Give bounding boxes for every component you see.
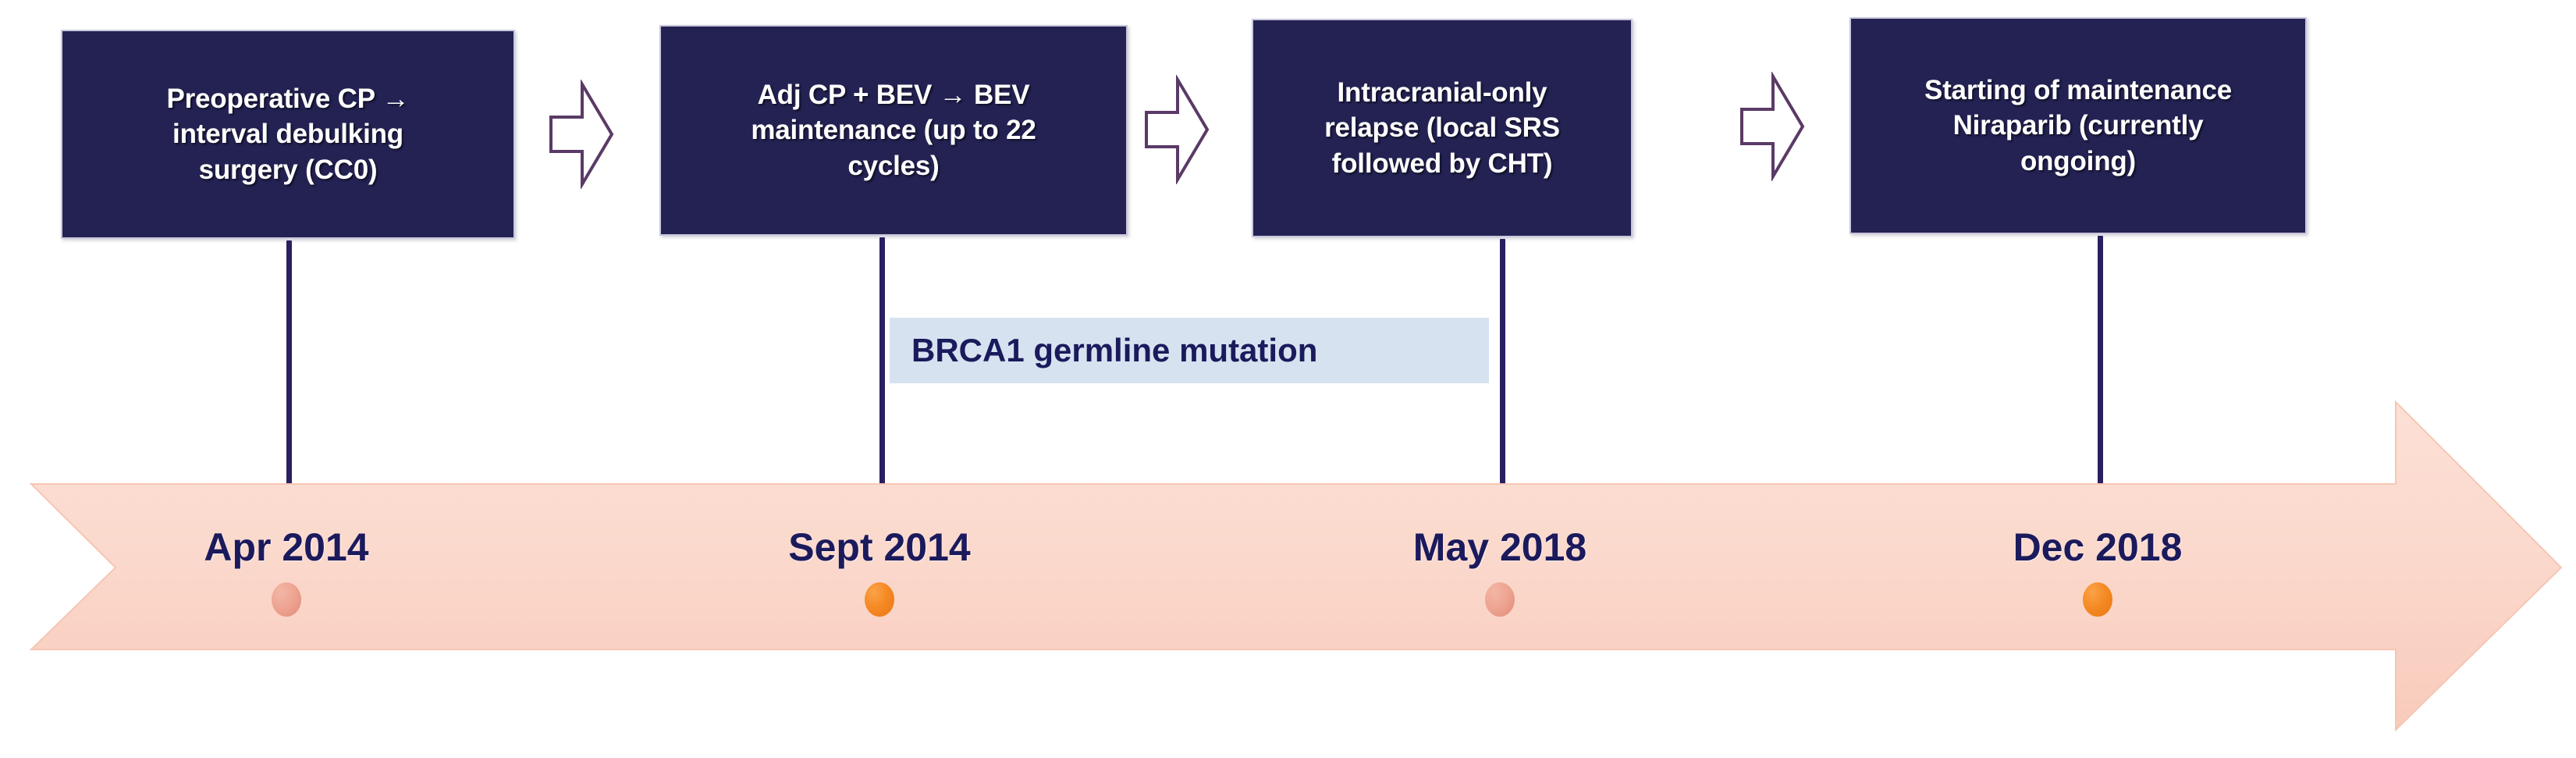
milestone-2: Sept 2014	[716, 525, 1043, 617]
event-box-3-label: Intracranial-only relapse (local SRS fol…	[1324, 77, 1560, 179]
milestone-4-dot	[2083, 582, 2112, 617]
milestone-2-date: Sept 2014	[788, 525, 971, 569]
event-box-1[interactable]: Preoperative CP → interval debulking sur…	[61, 30, 515, 239]
brca-annotation-label: BRCA1 germline mutation	[911, 332, 1318, 368]
milestone-4-date: Dec 2018	[2013, 525, 2183, 569]
event-box-4[interactable]: Starting of maintenance Niraparib (curre…	[1849, 17, 2307, 234]
milestone-4: Dec 2018	[1934, 525, 2262, 617]
milestone-1: Apr 2014	[123, 525, 450, 617]
event-box-3[interactable]: Intracranial-only relapse (local SRS fol…	[1252, 19, 1633, 237]
milestone-1-date: Apr 2014	[204, 525, 369, 569]
connector-stem-1	[286, 240, 292, 484]
event-box-2-label: Adj CP + BEV → BEV maintenance (up to 22…	[751, 79, 1036, 181]
connector-stem-2	[879, 237, 885, 484]
chevron-right-arrow-icon-1	[548, 80, 615, 189]
milestone-3-dot	[1485, 582, 1515, 617]
milestone-3: May 2018	[1336, 525, 1664, 617]
chevron-right-arrow-icon-3	[1739, 72, 1806, 181]
event-box-1-label: Preoperative CP → interval debulking sur…	[166, 83, 410, 185]
chevron-right-arrow-icon-2	[1143, 75, 1210, 184]
event-box-4-label: Starting of maintenance Niraparib (curre…	[1924, 74, 2233, 176]
connector-stem-4	[2098, 236, 2103, 484]
connector-stem-3	[1500, 239, 1505, 484]
timeline-banner-arrow-icon	[0, 375, 2576, 742]
brca-annotation: BRCA1 germline mutation	[890, 318, 1489, 383]
milestone-1-dot	[272, 582, 301, 617]
milestone-3-date: May 2018	[1412, 525, 1587, 569]
event-box-2[interactable]: Adj CP + BEV → BEV maintenance (up to 22…	[659, 25, 1128, 236]
milestone-2-dot	[865, 582, 894, 617]
